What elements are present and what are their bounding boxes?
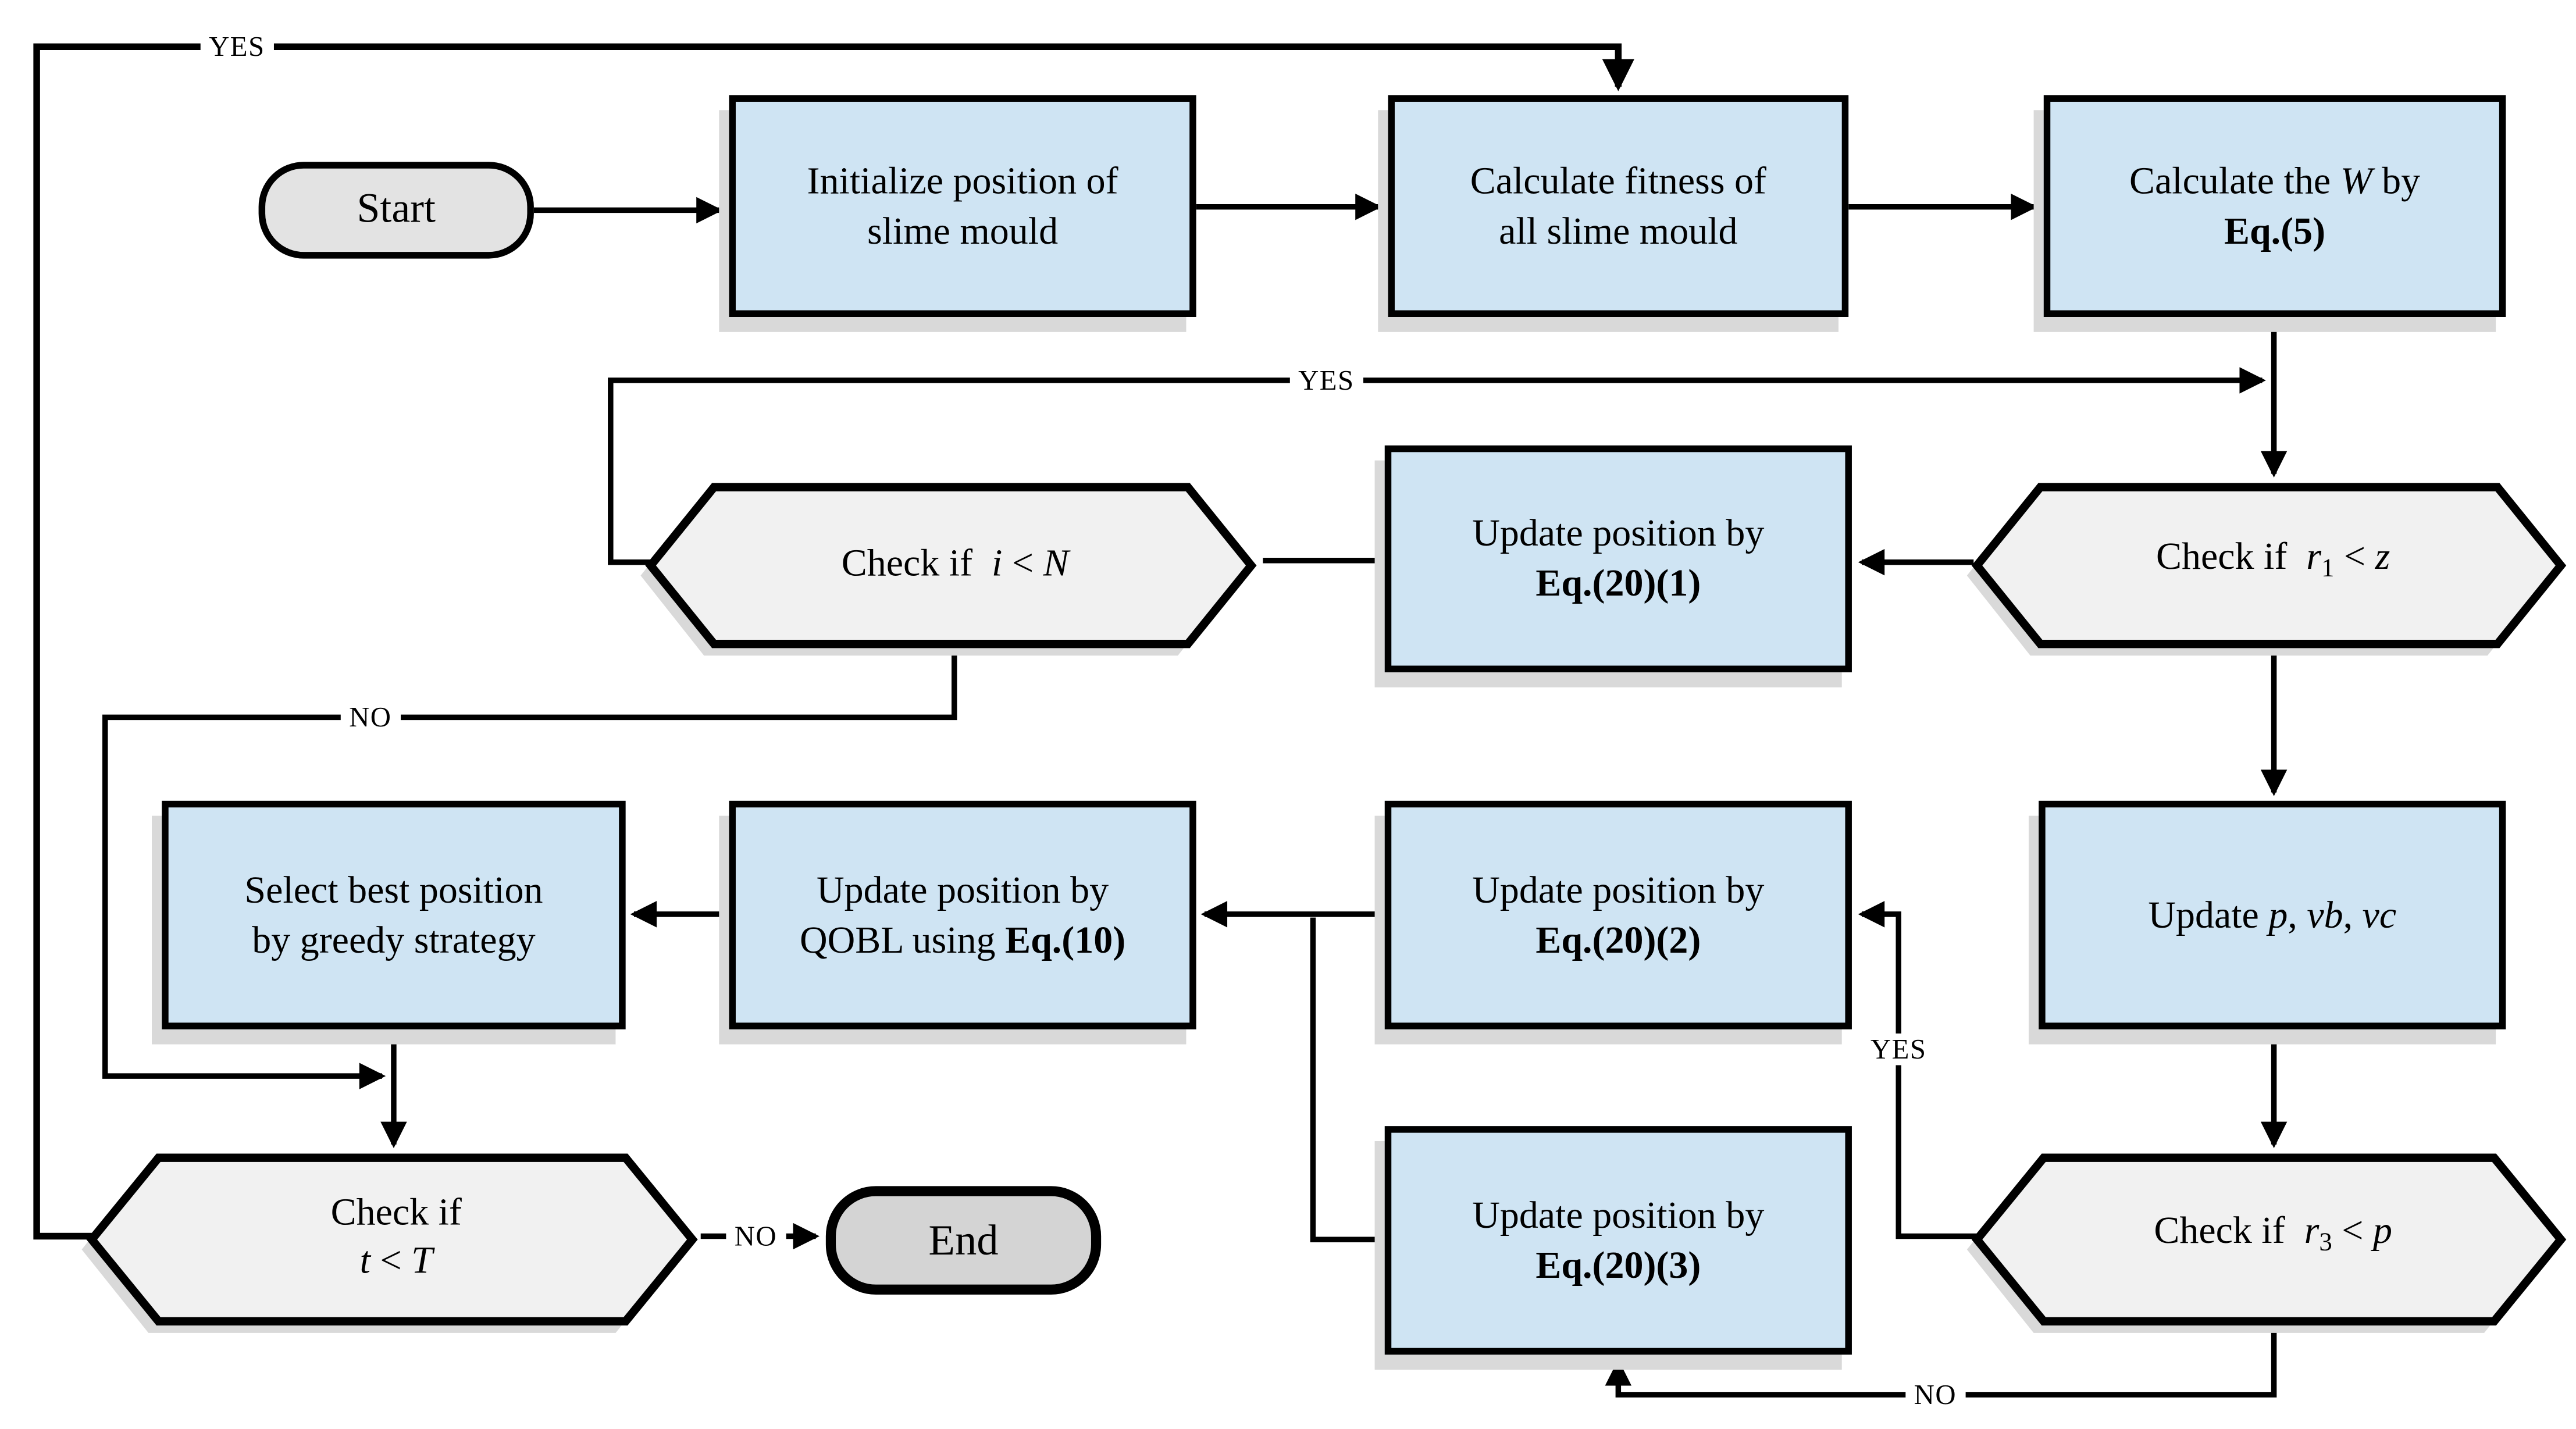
- hexagon-shape: [640, 483, 1257, 656]
- edge-label-yes-mid: YES: [1289, 364, 1363, 397]
- decision-label: Check if r3 < p: [2154, 1209, 2393, 1257]
- edge-label-no-left: NO: [340, 701, 400, 733]
- edge-label-no-bottom: NO: [1905, 1378, 1965, 1411]
- hexagon-shape: [81, 1153, 698, 1333]
- decision-label: Check if r1 < z: [2156, 535, 2390, 583]
- decision-label: Check if i < N: [841, 541, 1069, 583]
- edge-label-yes-top: YES: [200, 31, 273, 63]
- edge-yes-loop-tT-to-fitness: [33, 43, 1634, 1240]
- decision-check-r1-less-z: Check if r1 < z: [1966, 482, 2569, 656]
- process-update-p-vb-vc: Update p, vb, vc: [2039, 800, 2506, 1029]
- decision-check-i-less-n: Check if i < N: [640, 482, 1260, 656]
- edge-yes-checkr3p-to-eq202: [1858, 901, 1980, 1239]
- edge-no-checkin-loop: [102, 642, 957, 1089]
- end-terminator: End: [825, 1186, 1102, 1295]
- edge-eq203-join-qobl-line: [1310, 917, 1385, 1242]
- start-terminator: Start: [258, 162, 534, 259]
- edge-label-no-mid: NO: [726, 1220, 786, 1252]
- start-label: Start: [357, 187, 436, 232]
- decision-check-r3-less-p: Check if r3 < p: [1966, 1153, 2569, 1333]
- edge-label-yes-right: YES: [1862, 1033, 1935, 1065]
- hexagon-shape: [1966, 1153, 2567, 1333]
- hexagon-shape: [1966, 483, 2567, 656]
- edge-yes-checkin-to-checkr1z: [608, 367, 2266, 565]
- end-label: End: [928, 1215, 999, 1264]
